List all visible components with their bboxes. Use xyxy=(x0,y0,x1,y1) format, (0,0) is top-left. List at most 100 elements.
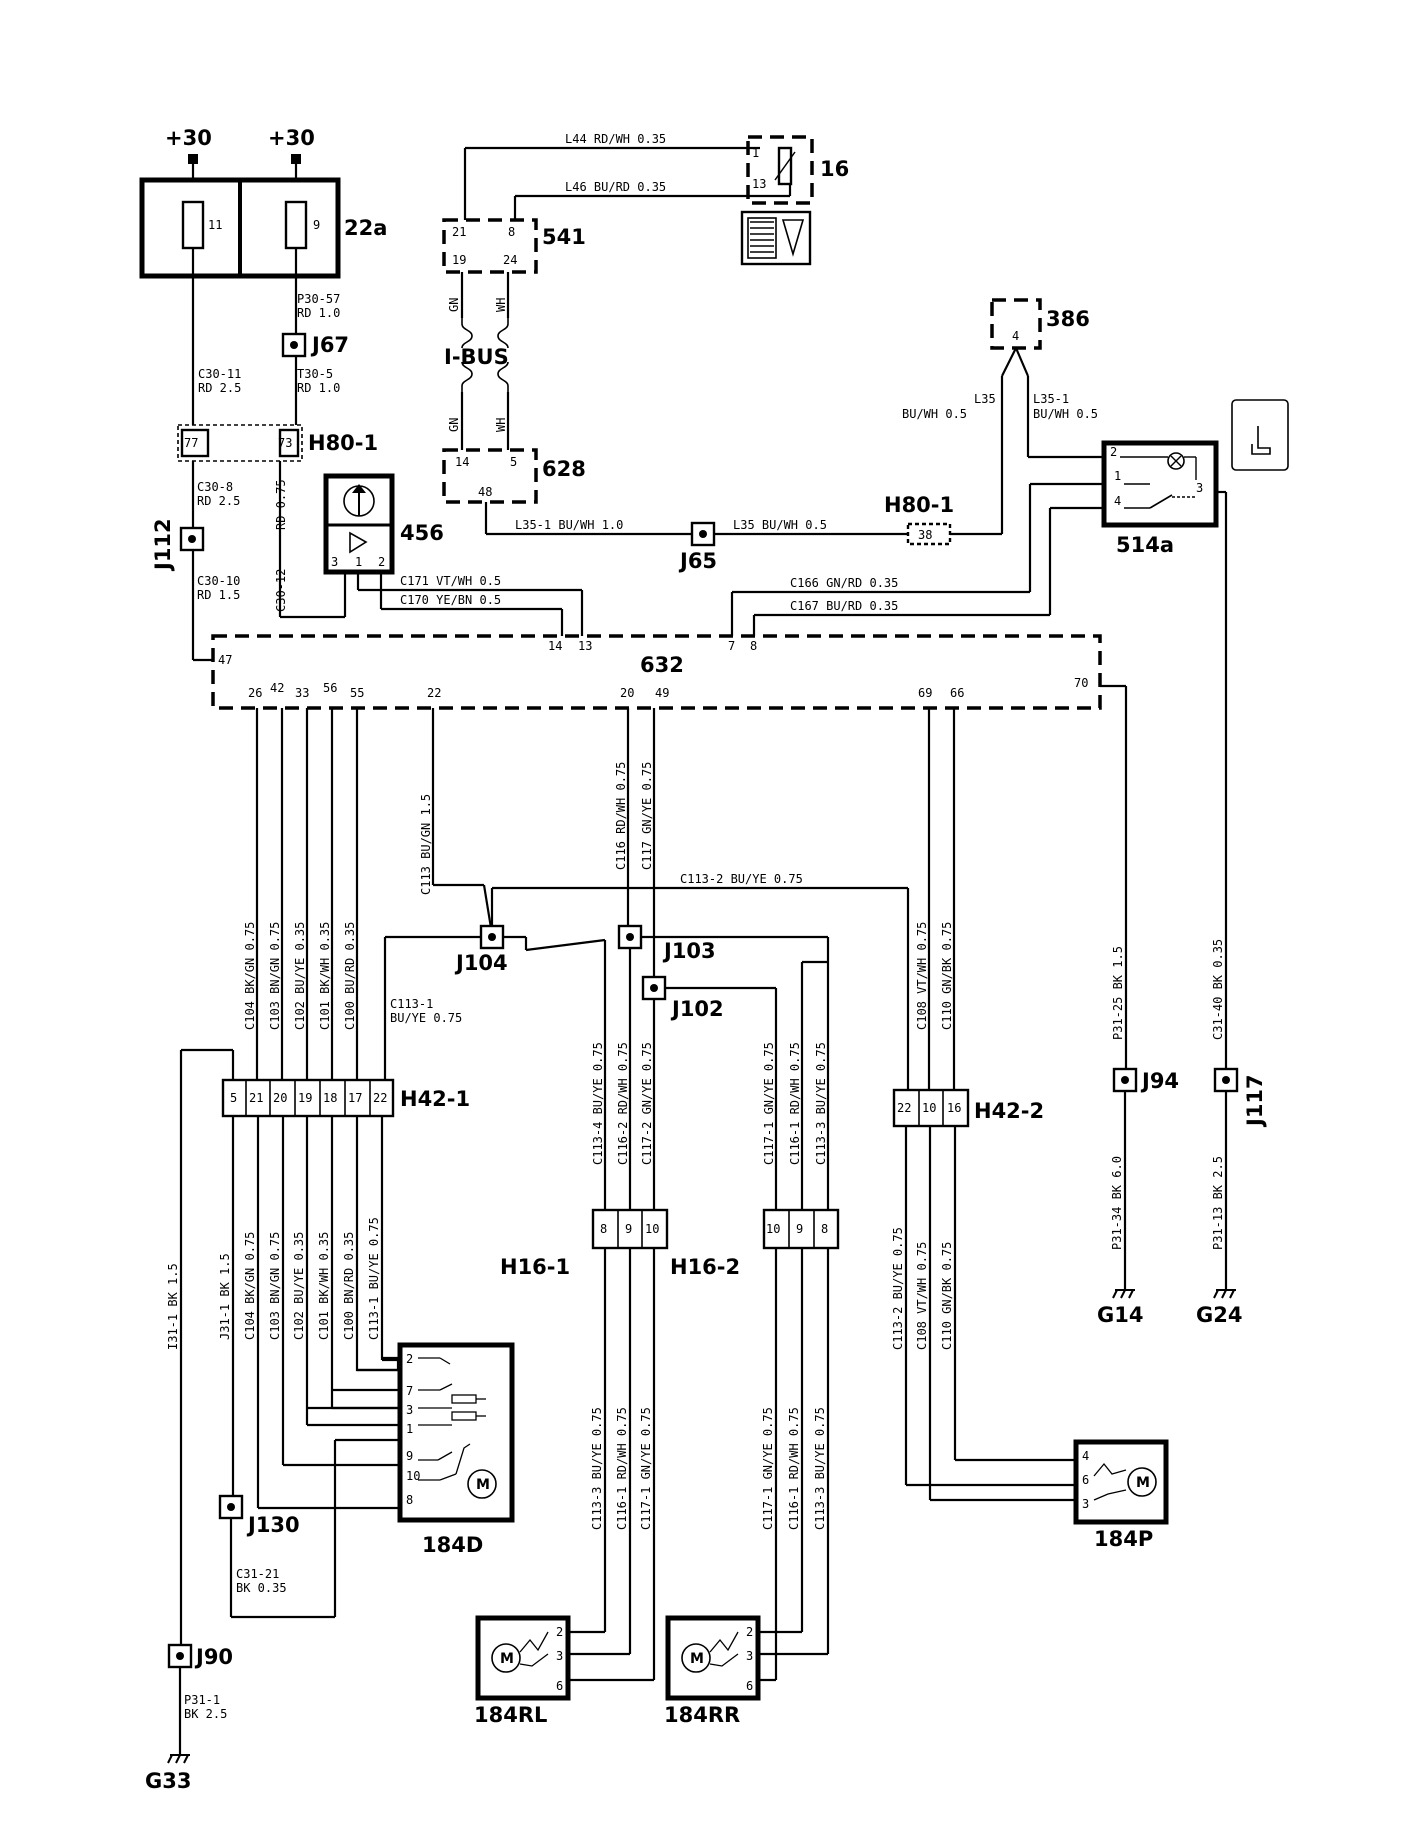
ground-g14: G14 xyxy=(1097,1289,1143,1327)
wire-c101: C101 BK/WH 0.35 xyxy=(318,922,332,1030)
386-pin-4: 4 xyxy=(1012,329,1019,343)
h42-2-label: H42-2 xyxy=(974,1099,1044,1123)
632-pin-26: 26 xyxy=(248,686,262,700)
wire-l46: L46 BU/RD 0.35 xyxy=(565,180,666,194)
184d-pin-10: 10 xyxy=(406,1469,420,1483)
632-pin-33: 33 xyxy=(295,686,309,700)
wire-rr-c116-1: C116-1 RD/WH 0.75 xyxy=(787,1407,801,1530)
wire-c117: C117 GN/YE 0.75 xyxy=(640,762,654,870)
junction-j94: J94 xyxy=(1112,1067,1179,1093)
wire-rd10a: RD 1.0 xyxy=(297,306,340,320)
ground-g33: G33 xyxy=(145,1754,191,1793)
wire-i31-1: I31-1 BK 1.5 xyxy=(166,1263,180,1350)
184rl-pin-3: 3 xyxy=(556,1649,563,1663)
wire-rr-c117-1: C117-1 GN/YE 0.75 xyxy=(761,1407,775,1530)
junction-j112: J112 xyxy=(151,518,205,572)
184rr-pin-3: 3 xyxy=(746,1649,753,1663)
h80-pin-77: 77 xyxy=(184,436,198,450)
wire-c113-1: C113-1 xyxy=(390,997,433,1011)
h42-1-pin-5: 5 xyxy=(230,1091,237,1105)
junction-j117: J117 xyxy=(1213,1067,1267,1128)
ground-g24: G24 xyxy=(1196,1289,1242,1327)
j104-label: J104 xyxy=(454,951,508,975)
632-pin-56: 56 xyxy=(323,681,337,695)
fuse-9 xyxy=(284,200,308,250)
wire-c30-10: C30-10 xyxy=(197,574,240,588)
wire-d104: C104 BK/GN 0.75 xyxy=(243,1232,257,1340)
184d-pin-7: 7 xyxy=(406,1384,413,1398)
wire-gn-top: GN xyxy=(447,298,461,312)
wire-c110-v: C110 GN/BK 0.75 xyxy=(940,1242,954,1350)
h16-1-pin-10: 10 xyxy=(645,1222,659,1236)
456-pin-2: 2 xyxy=(378,555,385,569)
connector-h16-2: 10 9 8 H16-2 xyxy=(670,1208,840,1279)
motor-184rr: 2 3 6 M 184RR xyxy=(664,1615,761,1727)
184rr-label: 184RR xyxy=(664,1703,740,1727)
motor-icon-184p: M xyxy=(1136,1475,1150,1491)
456-pin-3: 3 xyxy=(331,555,338,569)
h42-1-pin-19: 19 xyxy=(298,1091,312,1105)
632-pin-14: 14 xyxy=(548,639,562,653)
fuse-9-label: 9 xyxy=(313,218,320,232)
184d-pin-8: 8 xyxy=(406,1493,413,1507)
456-label: 456 xyxy=(400,521,444,545)
wire-c113-4: C113-4 BU/YE 0.75 xyxy=(591,1042,605,1165)
h42-1-label: H42-1 xyxy=(400,1087,470,1111)
seat-heater-icon xyxy=(1231,399,1289,471)
wire-c113-2-h: C113-2 BU/YE 0.75 xyxy=(680,872,803,886)
wire-d113-1: C113-1 BU/YE 0.75 xyxy=(367,1217,381,1340)
184d-pin-3: 3 xyxy=(406,1403,413,1417)
184rl-label: 184RL xyxy=(474,1703,547,1727)
terminal-left xyxy=(188,154,198,164)
wire-c113-1-color: BU/YE 0.75 xyxy=(390,1011,462,1025)
541-pin-8: 8 xyxy=(508,225,515,239)
wire-rl-c116-1: C116-1 RD/WH 0.75 xyxy=(615,1407,629,1530)
motor-icon-184rr: M xyxy=(690,1651,704,1667)
j103-label: J103 xyxy=(662,939,716,963)
h42-1-pin-22: 22 xyxy=(373,1091,387,1105)
wire-c116-1: C116-1 RD/WH 0.75 xyxy=(788,1042,802,1165)
h80-pin-73: 73 xyxy=(278,436,292,450)
wire-c170: C170 YE/BN 0.5 xyxy=(400,593,501,607)
connector-h42-1: 5 21 20 19 18 17 22 H42-1 xyxy=(221,1078,470,1118)
connector-h80-1-right: 38 H80-1 xyxy=(884,493,954,546)
wire-c116: C116 RD/WH 0.75 xyxy=(614,762,628,870)
632-pin-22: 22 xyxy=(427,686,441,700)
wire-c116-2: C116-2 RD/WH 0.75 xyxy=(616,1042,630,1165)
h80-1-right-label: H80-1 xyxy=(884,493,954,517)
h42-1-pin-20: 20 xyxy=(273,1091,287,1105)
g14-label: G14 xyxy=(1097,1303,1143,1327)
j102-label: J102 xyxy=(670,997,724,1021)
184p-pin-4: 4 xyxy=(1082,1449,1089,1463)
component-386: 4 386 xyxy=(990,298,1090,350)
wire-c113: C113 BU/GN 1.5 xyxy=(419,794,433,895)
junction-j102: J102 xyxy=(641,975,724,1021)
wire-d101: C101 BK/WH 0.35 xyxy=(317,1232,331,1340)
184rl-pin-6: 6 xyxy=(556,1679,563,1693)
wire-c167: C167 BU/RD 0.35 xyxy=(790,599,898,613)
fuse-11-label: 11 xyxy=(208,218,222,232)
wire-c113-2-v: C113-2 BU/YE 0.75 xyxy=(891,1227,905,1350)
541-label: 541 xyxy=(542,225,586,249)
wire-rr-c113-3: C113-3 BU/YE 0.75 xyxy=(813,1407,827,1530)
632-pin-69: 69 xyxy=(918,686,932,700)
628-label: 628 xyxy=(542,457,586,481)
connector-h42-2: 22 10 16 H42-2 xyxy=(892,1088,1044,1128)
h42-1-pin-21: 21 xyxy=(249,1091,263,1105)
632-pin-55: 55 xyxy=(350,686,364,700)
541-pin-21: 21 xyxy=(452,225,466,239)
wire-c102: C102 BU/YE 0.35 xyxy=(293,922,307,1030)
module-632: 47 14 13 7 8 632 70 26 42 33 56 55 22 20… xyxy=(211,634,1102,710)
j130-label: J130 xyxy=(246,1513,300,1537)
632-pin-47: 47 xyxy=(218,653,232,667)
wire-bk25: BK 2.5 xyxy=(184,1707,227,1721)
wire-c104: C104 BK/GN 0.75 xyxy=(243,922,257,1030)
wire-rd25a: RD 2.5 xyxy=(198,381,241,395)
184p-pin-3: 3 xyxy=(1082,1497,1089,1511)
wire-j31-1: J31-1 BK 1.5 xyxy=(218,1253,232,1340)
plus30-right-label: +30 xyxy=(268,126,315,150)
component-16: 1 13 16 xyxy=(740,135,849,266)
wire-l35-1: L35-1 xyxy=(1033,392,1069,406)
wire-p31-1: P31-1 xyxy=(184,1693,220,1707)
